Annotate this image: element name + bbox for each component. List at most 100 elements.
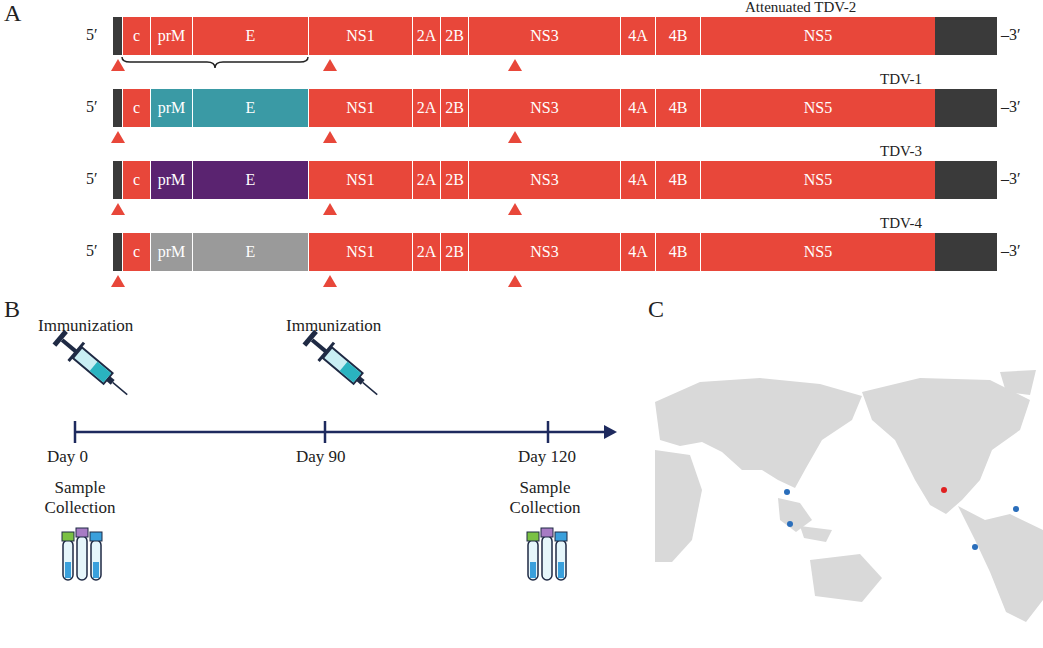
gene-segment: E	[192, 17, 308, 55]
tube-cap	[76, 528, 88, 537]
gene-label: c	[133, 171, 140, 189]
tube	[528, 540, 538, 580]
gene-label: NS1	[346, 171, 374, 189]
gene-segment: E	[192, 89, 308, 127]
gene-segment: 4B	[655, 17, 700, 55]
construct-title: Attenuated TDV-2	[745, 0, 856, 16]
gene-label: 4B	[669, 243, 688, 261]
gene-segment: 4B	[655, 233, 700, 271]
gene-segment: 4A	[620, 233, 655, 271]
gene-label: 4B	[669, 27, 688, 45]
barrel	[73, 347, 113, 383]
gene-label: NS5	[804, 27, 832, 45]
syringe-icon	[51, 328, 135, 404]
event-label: Sample Collection	[38, 478, 122, 517]
gene-segment: c	[122, 17, 150, 55]
gene-label: 4A	[628, 27, 648, 45]
construct-title: TDV-4	[880, 215, 922, 232]
gene-label: 2A	[417, 27, 437, 45]
gene-segment: NS1	[308, 89, 412, 127]
gene-segment: 4A	[620, 89, 655, 127]
needle	[363, 382, 378, 394]
time-label: Day 120	[518, 447, 576, 467]
tube	[542, 536, 552, 580]
genome-bar: TDV-3cprMENS12A2BNS34A4BNS5	[113, 161, 997, 199]
africa	[655, 450, 702, 562]
utr-end-label: 5′	[86, 242, 98, 260]
site-dot	[941, 487, 947, 493]
construct-title: TDV-3	[880, 143, 922, 160]
panel-letter: A	[4, 0, 21, 28]
site-dot	[787, 521, 793, 527]
gene-label: E	[246, 99, 256, 117]
gene-segment: E	[192, 161, 308, 199]
gene-label: NS5	[804, 99, 832, 117]
gene-segment: 4B	[655, 89, 700, 127]
gene-segment: NS3	[468, 89, 620, 127]
gene-segment: 2B	[440, 161, 468, 199]
gene-label: NS3	[530, 243, 558, 261]
world-map	[655, 370, 1043, 622]
gene-label: NS3	[530, 99, 558, 117]
mutation-marker	[323, 59, 337, 71]
mutation-marker	[111, 131, 125, 143]
tube	[556, 540, 566, 580]
site-dot	[784, 489, 790, 495]
tube-cap	[90, 532, 102, 541]
genome-bar: Attenuated TDV-2cprMENS12A2BNS34A4BNS5	[113, 17, 997, 55]
gene-label: NS1	[346, 99, 374, 117]
gene-segment: 4B	[655, 161, 700, 199]
gene-segment: prM	[150, 233, 192, 271]
gene-segment: NS5	[700, 89, 935, 127]
mutation-marker	[508, 203, 522, 215]
utr-end-label: –3′	[1001, 242, 1021, 260]
event-label: Sample Collection	[503, 478, 587, 517]
gene-label: 2B	[445, 99, 464, 117]
north-america	[862, 378, 1030, 514]
gene-label: 2A	[417, 243, 437, 261]
gene-segment: 2B	[440, 233, 468, 271]
event-label: Immunization	[286, 316, 381, 336]
time-label: Day 0	[47, 447, 88, 467]
mutation-markers	[111, 59, 522, 287]
mutation-marker	[508, 59, 522, 71]
gene-label: 4B	[669, 171, 688, 189]
tube-cap	[527, 532, 539, 541]
australia	[810, 554, 882, 602]
site-dot	[972, 544, 978, 550]
sample-tubes-icon	[62, 528, 102, 580]
tube-fill	[65, 562, 71, 578]
gene-segment: NS3	[468, 233, 620, 271]
panel-letter: C	[648, 296, 664, 324]
gene-segment: 2B	[440, 89, 468, 127]
event-label: Immunization	[38, 316, 133, 336]
gene-segment: NS5	[700, 17, 935, 55]
gene-segment: 2B	[440, 17, 468, 55]
utr-end-label: –3′	[1001, 170, 1021, 188]
gene-segment: NS3	[468, 161, 620, 199]
timeline-tick	[74, 421, 77, 443]
bracket	[122, 57, 308, 68]
mutation-marker	[508, 275, 522, 287]
gene-segment: prM	[150, 89, 192, 127]
utr-end-label: 5′	[86, 26, 98, 44]
tube	[63, 540, 73, 580]
gene-label: NS5	[804, 243, 832, 261]
gene-label: E	[246, 243, 256, 261]
gene-label: NS3	[530, 27, 558, 45]
utr-end-label: –3′	[1001, 26, 1021, 44]
gene-segment: NS3	[468, 17, 620, 55]
tube-fill	[530, 562, 536, 578]
gene-segment: NS5	[700, 233, 935, 271]
gene-segment: c	[122, 161, 150, 199]
genome-bar: TDV-4cprMENS12A2BNS34A4BNS5	[113, 233, 997, 271]
gene-segment: c	[122, 233, 150, 271]
gene-segment: 2A	[412, 89, 440, 127]
tube-cap	[62, 532, 74, 541]
mutation-marker	[323, 275, 337, 287]
gene-segment: prM	[150, 17, 192, 55]
gene-label: 2A	[417, 171, 437, 189]
gene-segment: E	[192, 233, 308, 271]
gene-segment: NS5	[700, 161, 935, 199]
mutation-marker	[323, 131, 337, 143]
